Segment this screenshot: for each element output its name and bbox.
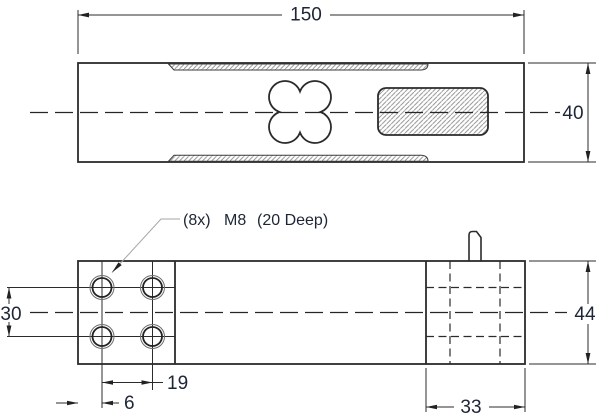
arrowhead-left-icon <box>426 404 437 410</box>
arrowhead-down-icon <box>585 151 591 162</box>
thread-note-count: (8x) <box>183 212 211 229</box>
arrowhead-left-icon <box>78 12 89 18</box>
dimension-edge-offset-6: 6 <box>56 393 135 414</box>
flexure-slot-top <box>167 63 429 71</box>
cable-gland <box>468 230 482 261</box>
arrowhead-left-icon <box>102 380 113 385</box>
hole-circle <box>142 277 163 298</box>
dimension-width-40: 40 <box>528 62 596 163</box>
arrowhead-right-icon <box>67 400 78 406</box>
dimension-right-block-33: 33 <box>425 368 526 416</box>
flexure-slot-bottom <box>167 154 429 162</box>
arrowhead-right-icon <box>141 380 153 385</box>
dim-text-40: 40 <box>562 103 583 124</box>
dimension-height-44: 44 <box>529 260 596 365</box>
leader-arrowhead-icon <box>112 262 122 273</box>
arrowhead-down-icon <box>6 325 12 337</box>
arrowhead-right-icon <box>513 12 524 18</box>
dimension-length-150: 150 <box>77 5 525 54</box>
front-view: (8x) M8 (20 Deep) 30 19 6 <box>0 212 596 416</box>
dim-text-19: 19 <box>167 373 188 394</box>
thread-note-leader: (8x) M8 (20 Deep) <box>111 212 328 273</box>
strain-gauge-pocket <box>377 87 489 136</box>
dim-text-33: 33 <box>460 397 481 416</box>
thread-circle <box>140 275 165 300</box>
hole-circle <box>142 326 163 347</box>
dimension-hole-rows-30: 30 <box>0 287 22 337</box>
arrowhead-left-icon <box>102 400 113 406</box>
arrowhead-down-icon <box>585 353 591 364</box>
arrowhead-up-icon <box>585 261 591 272</box>
leader-line <box>111 218 180 273</box>
dim-text-44: 44 <box>574 304 596 325</box>
thread-circle <box>89 275 115 300</box>
hole-circle <box>91 326 113 347</box>
arrowhead-up-icon <box>6 287 12 299</box>
right-block-hidden-holes <box>426 261 525 364</box>
arrowhead-right-icon <box>514 404 525 410</box>
thread-circle <box>89 324 115 349</box>
dim-text-150: 150 <box>290 5 322 26</box>
dimension-hole-cols-19: 19 <box>102 373 188 394</box>
thread-note-depth: (20 Deep) <box>257 212 328 229</box>
clover-cutout <box>268 80 332 144</box>
dim-text-30: 30 <box>0 304 21 325</box>
hole-circle <box>91 277 113 298</box>
top-view: 150 40 <box>30 5 596 163</box>
mounting-holes <box>89 275 165 349</box>
arrowhead-up-icon <box>585 63 591 74</box>
thread-note-size: M8 <box>224 212 246 229</box>
thread-circle <box>140 324 165 349</box>
dim-text-6: 6 <box>124 393 135 414</box>
